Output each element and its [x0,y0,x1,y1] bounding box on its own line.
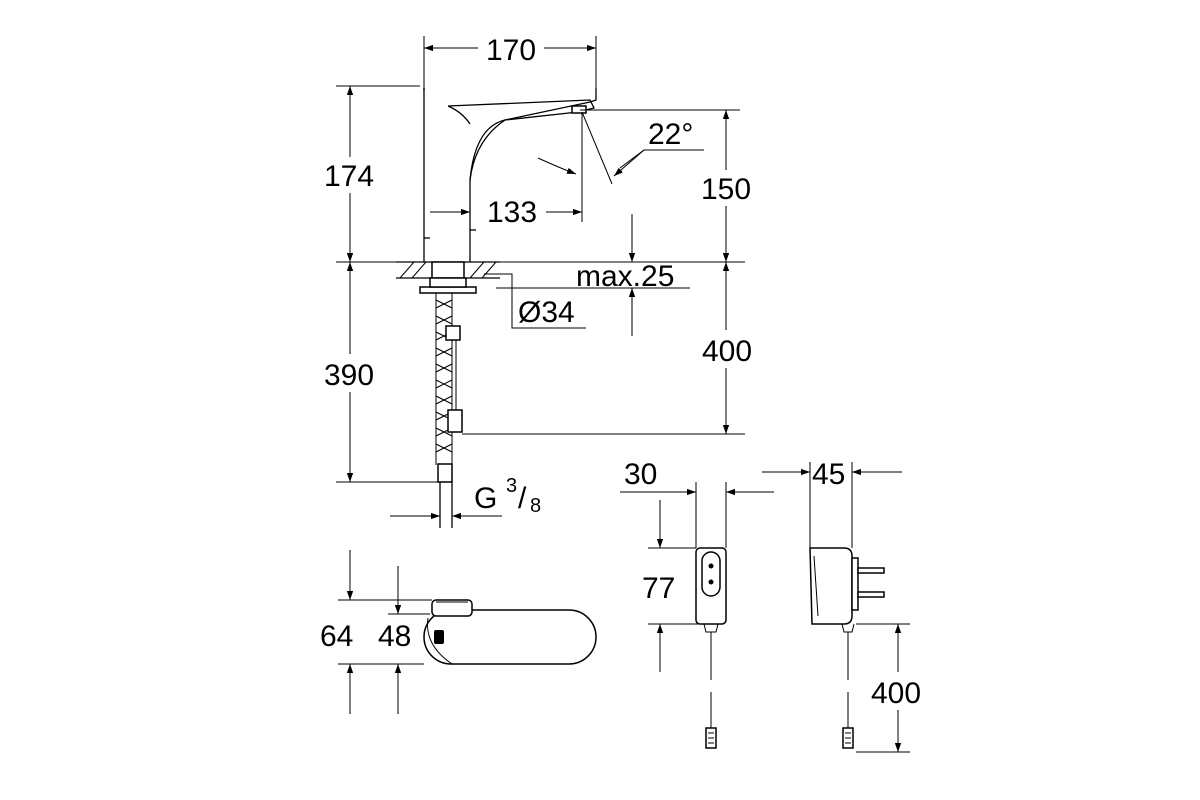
dim-label-max-25: max.25 [576,260,674,293]
dimension-sensor-angle: 22° [537,111,704,185]
dim-label-400-hose: 400 [702,335,752,368]
dim-label-45: 45 [812,458,845,491]
faucet-front-view [423,599,597,665]
dim-label-150: 150 [701,173,751,206]
dimension-spout-projection: 170 [423,30,597,88]
dimension-junction-height: 77 [642,500,704,672]
dim-label-390: 390 [324,359,374,392]
dim-label-64: 64 [320,620,353,653]
dim-label-thread-slash: / [518,482,527,515]
dim-label-133: 133 [487,196,537,229]
dim-label-170: 170 [486,34,536,67]
dim-label-thread-denominator: 8 [530,495,541,517]
dimension-body-height: 48 [378,566,430,714]
dim-label-48: 48 [378,620,411,653]
dimension-outlet-height: 150 [500,109,760,263]
deck-section [396,261,500,294]
dimension-connection-thread: G 3 / 8 [390,475,541,520]
dimension-body-height-total: 64 [320,550,432,714]
dimension-below-deck: 390 [314,262,440,483]
dimension-hole-diameter: Ø34 [484,273,586,329]
dim-label-77: 77 [642,572,675,605]
faucet-side-view [396,88,597,528]
dimension-spout-height: 174 [314,85,420,263]
dim-label-thread-g: G [474,482,497,515]
dim-label-174: 174 [324,160,374,193]
power-adapter [809,547,885,749]
dim-label-diameter-34: Ø34 [518,296,575,329]
dimension-adapter-width: 45 [762,458,902,548]
supply-hoses [435,293,463,528]
dimension-deck-thickness: max.25 [496,214,690,336]
dimension-outlet-reach: 133 [430,180,583,229]
junction-box [695,547,727,749]
dim-label-thread-numerator: 3 [506,475,517,497]
dim-label-30: 30 [624,458,657,491]
dimension-adapter-cable: 400 [856,623,932,753]
dimension-junction-width: 30 [620,458,774,548]
dimension-hose-length: 400 [462,262,762,435]
dim-label-22-degrees: 22° [648,118,693,151]
dim-label-400-cable: 400 [871,677,921,710]
